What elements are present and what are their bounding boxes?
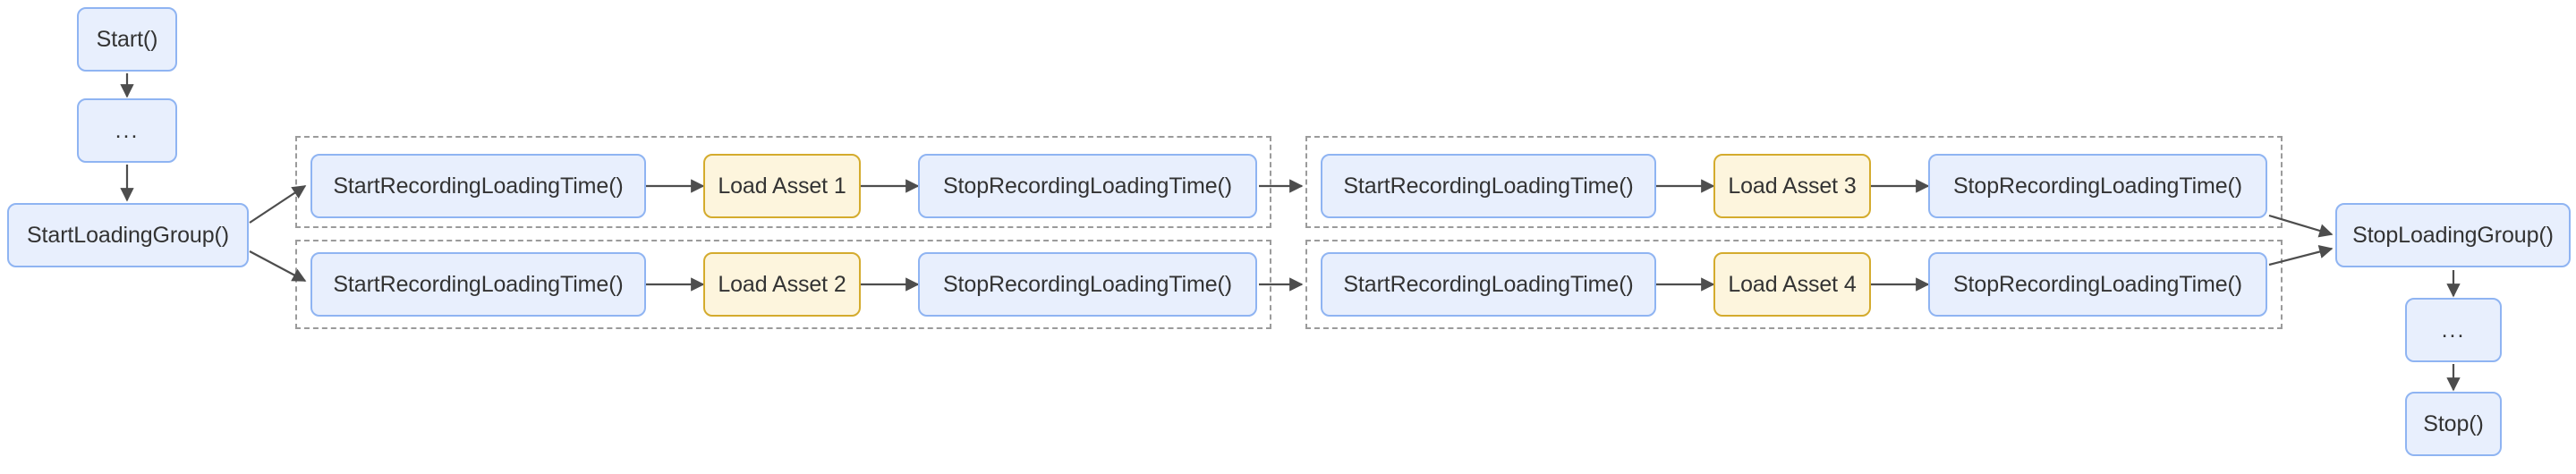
subgroup-frame-group2-row1 xyxy=(1305,136,2283,228)
node-stop-label: Stop() xyxy=(2423,411,2484,436)
subgroup-frame-group2-row2 xyxy=(1305,240,2283,329)
node-g1r1-start-recording-label: StartRecordingLoadingTime() xyxy=(333,173,624,199)
node-g2r2-start-recording[interactable]: StartRecordingLoadingTime() xyxy=(1321,252,1656,317)
node-g2r1-load-asset-label: Load Asset 3 xyxy=(1728,173,1857,199)
node-g1r1-load-asset-label: Load Asset 1 xyxy=(718,173,846,199)
node-g2r1-stop-recording[interactable]: StopRecordingLoadingTime() xyxy=(1928,154,2267,218)
node-stop-loading-group[interactable]: StopLoadingGroup() xyxy=(2335,203,2571,267)
node-start-label: Start() xyxy=(96,26,158,52)
node-start-loading-group-label: StartLoadingGroup() xyxy=(26,222,229,248)
node-g1r2-stop-recording-label: StopRecordingLoadingTime() xyxy=(942,271,1233,297)
node-g1r2-start-recording[interactable]: StartRecordingLoadingTime() xyxy=(310,252,646,317)
node-exit-ellipsis-label: ... xyxy=(2441,317,2466,343)
node-g1r1-start-recording[interactable]: StartRecordingLoadingTime() xyxy=(310,154,646,218)
node-g1r2-stop-recording[interactable]: StopRecordingLoadingTime() xyxy=(918,252,1257,317)
node-g2r2-stop-recording-label: StopRecordingLoadingTime() xyxy=(1952,271,2243,297)
node-stop[interactable]: Stop() xyxy=(2405,392,2502,456)
node-start-loading-group[interactable]: StartLoadingGroup() xyxy=(7,203,249,267)
node-exit-ellipsis[interactable]: ... xyxy=(2405,298,2502,362)
subgroup-frame-group1-row1 xyxy=(295,136,1271,228)
node-g2r2-load-asset[interactable]: Load Asset 4 xyxy=(1713,252,1871,317)
node-g2r2-stop-recording[interactable]: StopRecordingLoadingTime() xyxy=(1928,252,2267,317)
node-g1r1-stop-recording-label: StopRecordingLoadingTime() xyxy=(942,173,1233,199)
node-g2r1-start-recording[interactable]: StartRecordingLoadingTime() xyxy=(1321,154,1656,218)
node-start[interactable]: Start() xyxy=(77,7,177,72)
node-stop-loading-group-label: StopLoadingGroup() xyxy=(2352,222,2554,248)
node-entry-ellipsis[interactable]: ... xyxy=(77,98,177,163)
node-g1r1-stop-recording[interactable]: StopRecordingLoadingTime() xyxy=(918,154,1257,218)
node-g1r2-load-asset[interactable]: Load Asset 2 xyxy=(703,252,861,317)
node-g2r1-stop-recording-label: StopRecordingLoadingTime() xyxy=(1952,173,2243,199)
node-g1r2-load-asset-label: Load Asset 2 xyxy=(718,271,846,297)
node-g2r1-start-recording-label: StartRecordingLoadingTime() xyxy=(1343,173,1634,199)
node-entry-ellipsis-label: ... xyxy=(115,117,140,143)
node-g2r2-load-asset-label: Load Asset 4 xyxy=(1728,271,1857,297)
node-g1r1-load-asset[interactable]: Load Asset 1 xyxy=(703,154,861,218)
node-g2r1-load-asset[interactable]: Load Asset 3 xyxy=(1713,154,1871,218)
node-g1r2-start-recording-label: StartRecordingLoadingTime() xyxy=(333,271,624,297)
node-g2r2-start-recording-label: StartRecordingLoadingTime() xyxy=(1343,271,1634,297)
